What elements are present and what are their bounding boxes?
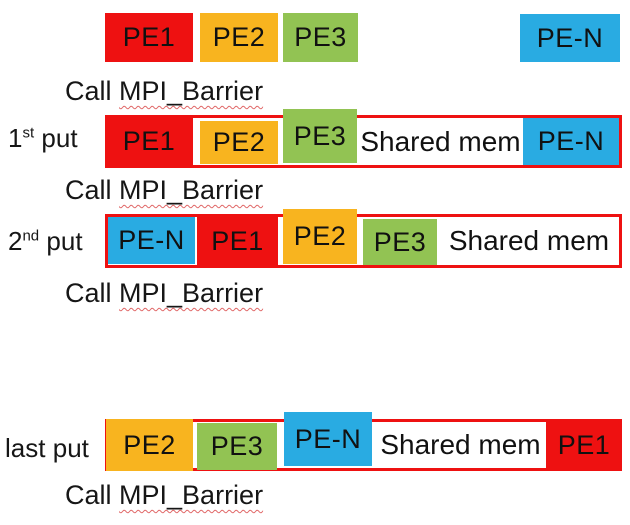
barrier-prefix: Call xyxy=(65,175,112,205)
second-put-label-word: put xyxy=(46,226,83,256)
last-put-pe3-block: PE3 xyxy=(197,423,277,470)
first-put-pe2-block: PE2 xyxy=(200,121,278,164)
initial-pe1-block: PE1 xyxy=(105,13,193,62)
barrier-call-4: Call MPI_Barrier xyxy=(65,480,263,511)
barrier-call-2: Call MPI_Barrier xyxy=(65,175,263,206)
barrier-call-3: Call MPI_Barrier xyxy=(65,278,263,309)
barrier-call-1: Call MPI_Barrier xyxy=(65,76,263,107)
first-put-label-num: 1 xyxy=(8,123,23,153)
second-put-pe2-block: PE2 xyxy=(283,209,357,264)
barrier-prefix: Call xyxy=(65,480,112,510)
barrier-prefix: Call xyxy=(65,278,112,308)
barrier-keyword: MPI_Barrier xyxy=(119,480,264,510)
barrier-keyword: MPI_Barrier xyxy=(119,76,264,106)
first-put-pen-block: PE-N xyxy=(523,118,619,165)
last-put-pen-block: PE-N xyxy=(284,412,372,466)
initial-pen-block: PE-N xyxy=(520,14,620,62)
barrier-keyword: MPI_Barrier xyxy=(119,175,264,205)
second-put-shared-mem: Shared mem xyxy=(448,225,610,256)
last-put-label-word: put xyxy=(52,433,89,463)
last-put-shared-mem: Shared mem xyxy=(380,429,541,460)
initial-pe3-block: PE3 xyxy=(283,13,358,62)
first-put-label-word: put xyxy=(41,123,78,153)
first-put-pe3-block: PE3 xyxy=(283,109,357,163)
first-put-pe1-block: PE1 xyxy=(105,115,193,168)
last-put-pe2-block: PE2 xyxy=(106,419,193,471)
second-put-label-sup: nd xyxy=(22,227,40,245)
second-put-pen-block: PE-N xyxy=(108,217,195,264)
second-put-label-num: 2 xyxy=(8,226,23,256)
last-put-label-num: last xyxy=(5,433,46,463)
initial-pe2-block: PE2 xyxy=(200,13,278,62)
second-put-pe3-block: PE3 xyxy=(363,219,437,265)
second-put-pe1-block: PE1 xyxy=(197,214,278,268)
first-put-shared-mem: Shared mem xyxy=(360,125,521,157)
last-put-pe1-block: PE1 xyxy=(546,419,622,471)
barrier-prefix: Call xyxy=(65,76,112,106)
first-put-label-sup: st xyxy=(22,124,35,142)
barrier-keyword: MPI_Barrier xyxy=(119,278,264,308)
